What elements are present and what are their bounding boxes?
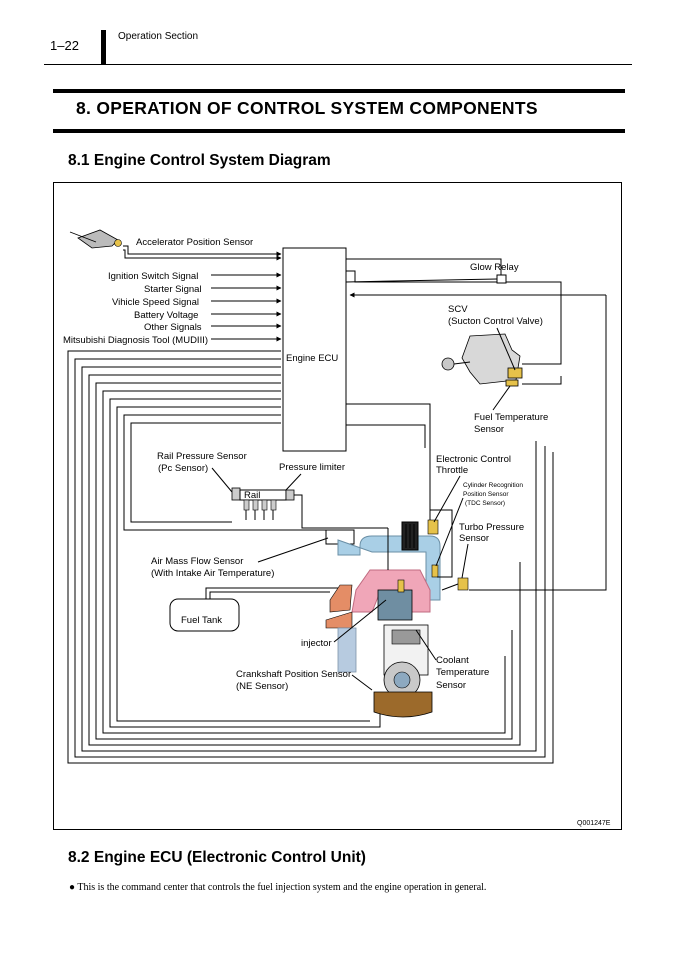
diagram-code: Q001247E [577, 820, 611, 827]
section-title: 8. OPERATION OF CONTROL SYSTEM COMPONENT… [76, 98, 538, 118]
mudiii-label: Mitsubishi Diagnosis Tool (MUDIII) [63, 335, 208, 346]
air-mass-flow-label: Air Mass Flow Sensor [151, 556, 243, 567]
scv-sub-label: (Sucton Control Valve) [448, 316, 543, 327]
coolant-sub-label-2: Sensor [436, 680, 466, 691]
crankshaft-label: Crankshaft Position Sensor [236, 669, 351, 680]
coolant-label: Coolant [436, 655, 469, 666]
diagram-frame [53, 182, 622, 830]
rail-pressure-label: Rail Pressure Sensor [157, 451, 247, 462]
engine-ecu-label: Engine ECU [286, 353, 338, 364]
bullet-icon: ● [69, 882, 76, 893]
fuel-tank-box [169, 598, 240, 632]
electronic-throttle-label: Electronic Control [436, 454, 511, 465]
starter-label: Starter Signal [144, 284, 202, 295]
header-divider-bar [101, 30, 106, 64]
air-mass-flow-sub-label: (With Intake Air Temperature) [151, 568, 274, 579]
engine-ecu-box [282, 247, 347, 452]
common-rail-icon [231, 487, 295, 511]
rail-pressure-sub-label: (Pc Sensor) [158, 463, 208, 474]
tdc-sub-label-1: Position Sensor [463, 491, 509, 498]
header-title: Operation Section [118, 31, 199, 42]
accelerator-pedal-icon [69, 229, 122, 249]
battery-label: Battery Voltage [134, 310, 198, 321]
injector-label: injector [301, 638, 332, 649]
turbo-pressure-sub-label: Sensor [459, 533, 489, 544]
subsection-title-diagram: 8.1 Engine Control System Diagram [68, 152, 331, 169]
other-signals-label: Other Signals [144, 322, 202, 333]
tdc-label: Cylinder Recognition [463, 482, 523, 489]
tdc-sub-label-2: (TDC Sensor) [465, 500, 505, 507]
coolant-sub-label-1: Temperature [436, 667, 489, 678]
page-number: 1–22 [50, 38, 79, 53]
section-rule-top [53, 89, 625, 93]
turbo-pressure-label: Turbo Pressure [459, 522, 524, 533]
glow-relay-label: Glow Relay [470, 262, 519, 273]
fuel-tank-label: Fuel Tank [181, 615, 222, 626]
pressure-limiter-label: Pressure limiter [279, 462, 345, 473]
fuel-temp-sub-label: Sensor [474, 424, 504, 435]
engine-illustration [325, 519, 469, 718]
section-rule-bottom [53, 129, 625, 133]
supply-pump-icon [441, 333, 523, 387]
scv-label: SCV [448, 304, 468, 315]
bullet-item: ● This is the command center that contro… [69, 882, 486, 893]
ignition-switch-label: Ignition Switch Signal [108, 271, 198, 282]
glow-relay-box [496, 274, 507, 284]
fuel-temp-label: Fuel Temperature [474, 412, 548, 423]
electronic-throttle-sub-label: Throttle [436, 465, 468, 476]
crankshaft-sub-label: (NE Sensor) [236, 681, 288, 692]
vehicle-speed-label: Vihicle Speed Signal [112, 297, 199, 308]
accelerator-label: Accelerator Position Sensor [136, 237, 253, 248]
header-rule [44, 64, 632, 65]
bullet-text: This is the command center that controls… [77, 882, 487, 893]
subsection-title-ecu: 8.2 Engine ECU (Electronic Control Unit) [68, 849, 366, 866]
rail-label: Rail [244, 490, 260, 501]
